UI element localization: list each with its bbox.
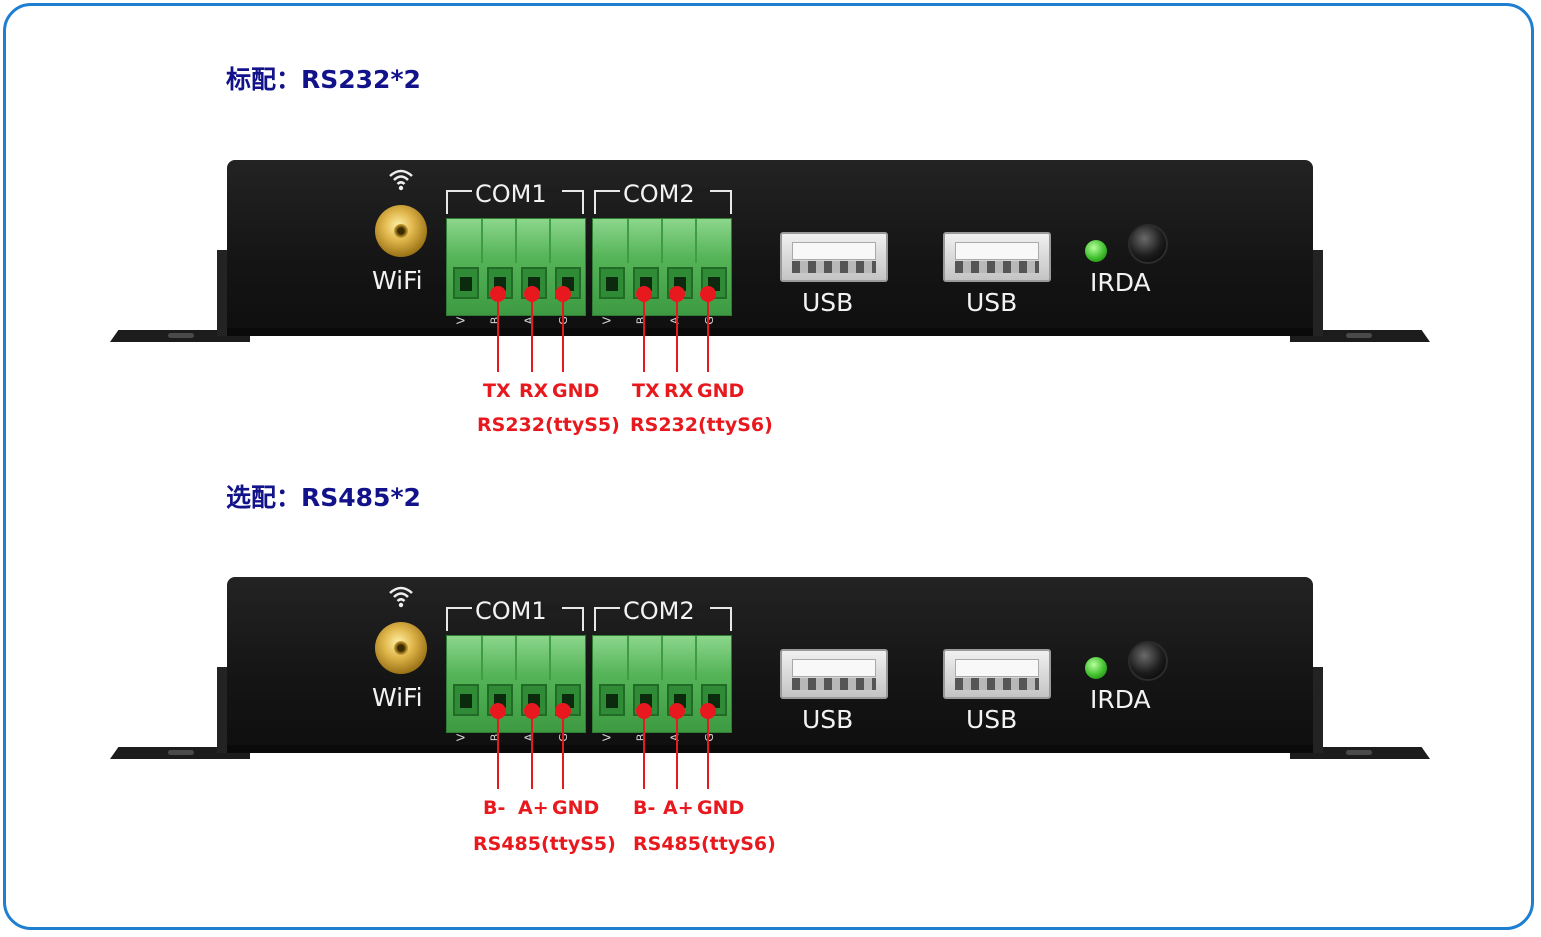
com1-label: COM1 <box>475 597 547 625</box>
sma-antenna-connector-icon <box>375 205 427 257</box>
signal-wire <box>707 294 709 372</box>
signal-label-com2-3: GND <box>697 797 745 819</box>
led-indicator-icon <box>1085 240 1107 262</box>
signal-wire <box>497 294 499 372</box>
sma-antenna-connector-icon <box>375 622 427 674</box>
wifi-icon <box>389 169 413 191</box>
usb-port-icon[interactable] <box>780 649 888 699</box>
signal-wire <box>562 711 564 789</box>
section-title-standard: 标配：RS232*2 <box>226 65 421 94</box>
signal-label-com2-2: RX <box>664 380 694 402</box>
pin-marker-dot <box>669 703 685 719</box>
pin-label-v: V <box>600 733 614 742</box>
device-panel-optional: WiFi COM1 COM2 V B A G V B A G USB USB I… <box>110 577 1430 759</box>
mounting-bracket-left <box>110 330 250 342</box>
pin-marker-dot <box>669 286 685 302</box>
signal-wire <box>531 711 533 789</box>
signal-label-com1-1: TX <box>483 380 511 402</box>
pin-label-a: A <box>522 316 536 325</box>
irda-sensor-icon <box>1128 224 1168 264</box>
port-label-com2: RS485(ttyS6) <box>633 833 776 855</box>
pin-marker-dot <box>524 286 540 302</box>
pin-label-b: B <box>634 733 648 742</box>
wifi-icon <box>389 586 413 608</box>
usb-label: USB <box>966 288 1018 317</box>
signal-wire <box>497 711 499 789</box>
usb-port-icon[interactable] <box>780 232 888 282</box>
wifi-label: WiFi <box>372 266 423 295</box>
com2-label: COM2 <box>623 597 695 625</box>
diagram-frame <box>3 3 1534 930</box>
pin-marker-dot <box>490 286 506 302</box>
com1-bracket <box>446 188 584 214</box>
com2-terminal-block <box>592 635 732 733</box>
signal-wire <box>643 294 645 372</box>
signal-label-com1-1: B- <box>483 797 506 819</box>
mounting-bracket-right <box>1290 747 1430 759</box>
pin-label-a: A <box>668 733 682 742</box>
usb-label: USB <box>802 705 854 734</box>
section-title-optional: 选配：RS485*2 <box>226 483 421 512</box>
wifi-label: WiFi <box>372 683 423 712</box>
usb-port-icon[interactable] <box>943 649 1051 699</box>
pin-marker-dot <box>636 703 652 719</box>
port-label-com1: RS232(ttyS5) <box>477 414 620 436</box>
mounting-bracket-right <box>1290 330 1430 342</box>
pin-label-g: G <box>702 733 716 742</box>
signal-label-com2-1: B- <box>633 797 656 819</box>
com1-bracket <box>446 605 584 631</box>
port-label-com2: RS232(ttyS6) <box>630 414 773 436</box>
port-label-com1: RS485(ttyS5) <box>473 833 616 855</box>
irda-sensor-icon <box>1128 641 1168 681</box>
com2-bracket <box>594 188 732 214</box>
signal-wire <box>562 294 564 372</box>
pin-marker-dot <box>636 286 652 302</box>
led-indicator-icon <box>1085 657 1107 679</box>
signal-wire <box>676 294 678 372</box>
signal-label-com2-3: GND <box>697 380 745 402</box>
device-panel-standard: WiFi COM1 COM2 V B A G V B A G USB USB I… <box>110 160 1430 342</box>
usb-label: USB <box>802 288 854 317</box>
pin-label-g: G <box>702 316 716 325</box>
pin-label-b: B <box>488 316 502 325</box>
signal-wire <box>676 711 678 789</box>
signal-label-com1-3: GND <box>552 797 600 819</box>
com1-label: COM1 <box>475 180 547 208</box>
signal-label-com1-2: A+ <box>518 797 549 819</box>
signal-wire <box>707 711 709 789</box>
mounting-bracket-left <box>110 747 250 759</box>
pin-label-v: V <box>454 733 468 742</box>
pin-marker-dot <box>555 703 571 719</box>
pin-label-v: V <box>600 316 614 325</box>
signal-label-com1-3: GND <box>552 380 600 402</box>
irda-label: IRDA <box>1090 268 1151 297</box>
signal-wire <box>531 294 533 372</box>
usb-port-icon[interactable] <box>943 232 1051 282</box>
pin-label-b: B <box>488 733 502 742</box>
com2-label: COM2 <box>623 180 695 208</box>
signal-label-com1-2: RX <box>519 380 549 402</box>
pin-marker-dot <box>700 703 716 719</box>
pin-label-a: A <box>522 733 536 742</box>
pin-label-a: A <box>668 316 682 325</box>
pin-label-b: B <box>634 316 648 325</box>
pin-marker-dot <box>524 703 540 719</box>
irda-label: IRDA <box>1090 685 1151 714</box>
usb-label: USB <box>966 705 1018 734</box>
pin-label-v: V <box>454 316 468 325</box>
signal-wire <box>643 711 645 789</box>
pin-marker-dot <box>700 286 716 302</box>
com2-bracket <box>594 605 732 631</box>
pin-marker-dot <box>490 703 506 719</box>
signal-label-com2-2: A+ <box>663 797 694 819</box>
pin-marker-dot <box>555 286 571 302</box>
signal-label-com2-1: TX <box>632 380 660 402</box>
